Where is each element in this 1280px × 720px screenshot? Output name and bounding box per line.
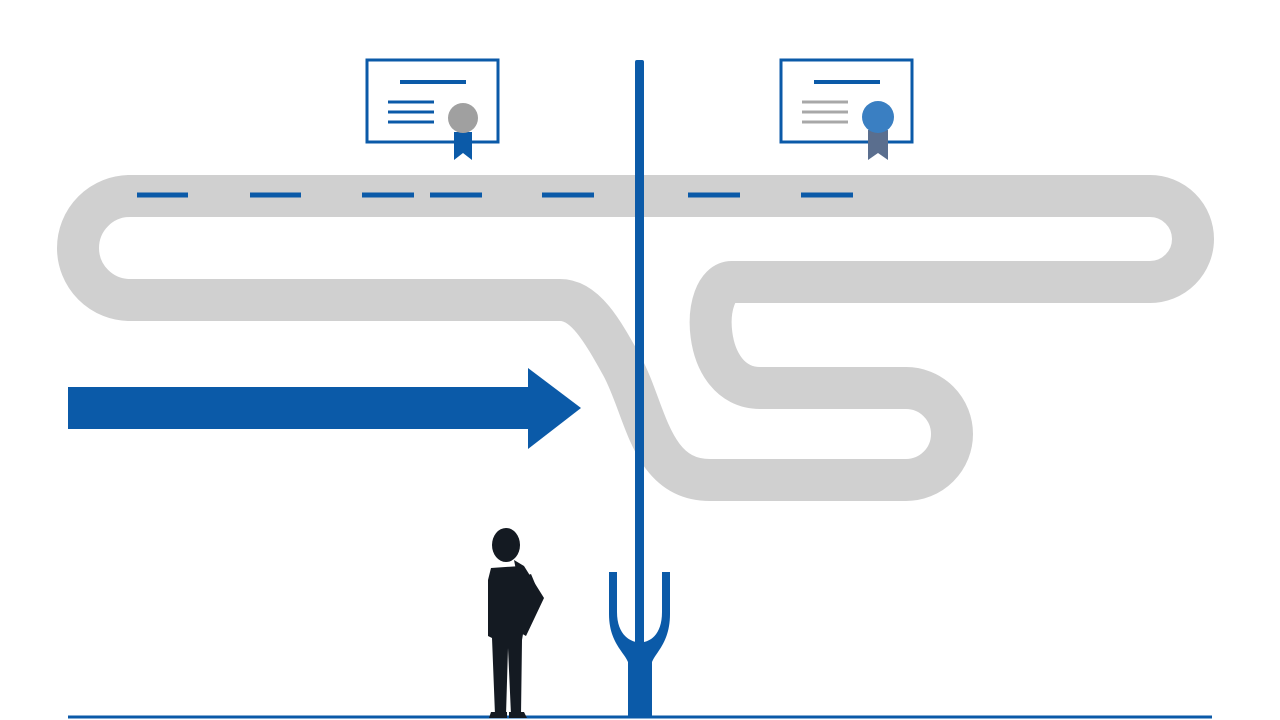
fork-icon <box>609 60 670 718</box>
seal-medal <box>448 103 478 133</box>
seal-ribbon <box>868 130 888 160</box>
seal-ribbon <box>454 132 472 160</box>
certificate-blue-seal-icon <box>779 58 914 160</box>
seal-medal <box>862 101 894 133</box>
person-thinking-icon <box>488 528 544 718</box>
person-shoes <box>489 712 527 718</box>
arrow-shaft <box>68 387 530 429</box>
arrow-right-icon <box>68 368 581 449</box>
person-head <box>492 528 520 562</box>
fork-handle <box>635 60 644 718</box>
arrow-head <box>528 368 581 449</box>
fork-tines <box>609 572 670 718</box>
road-shape <box>57 175 1214 501</box>
person-arm <box>514 560 544 636</box>
person-body <box>488 566 541 715</box>
certificate-gray-seal-icon <box>365 58 500 160</box>
winding-road-icon <box>57 175 1214 501</box>
